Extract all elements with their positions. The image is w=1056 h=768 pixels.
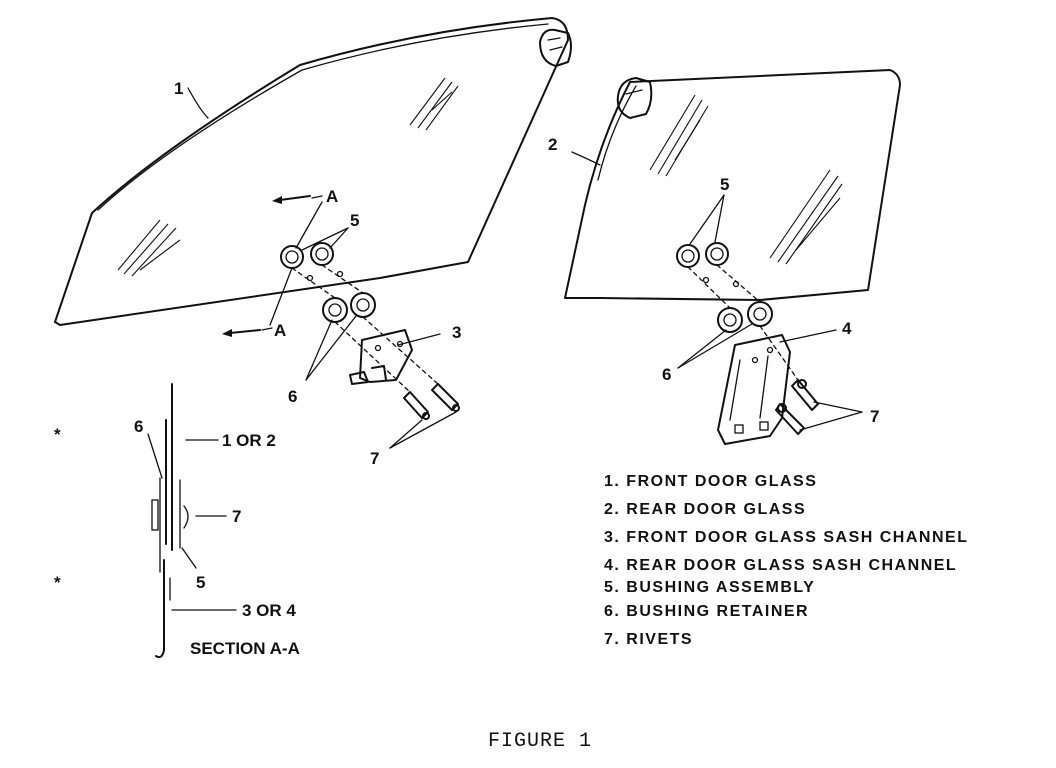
front-bushing-retainer bbox=[322, 292, 376, 323]
callout-7-front: 7 bbox=[370, 449, 379, 468]
rear-bushing-assembly bbox=[676, 242, 740, 288]
callout-a-bottom: A bbox=[274, 321, 286, 340]
callout-7-rear: 7 bbox=[870, 407, 879, 426]
callout-5-rear: 5 bbox=[720, 175, 729, 194]
legend-item: 3. FRONT DOOR GLASS SASH CHANNEL bbox=[604, 529, 968, 546]
section-label-glass: 1 OR 2 bbox=[222, 431, 276, 450]
asterisk-bottom: * bbox=[54, 573, 61, 592]
callout-1: 1 bbox=[174, 79, 183, 98]
legend-item: 6. BUSHING RETAINER bbox=[604, 603, 809, 620]
section-leaders bbox=[147, 433, 237, 611]
callout-6-rear: 6 bbox=[662, 365, 671, 384]
legend-item: 2. REAR DOOR GLASS bbox=[604, 501, 806, 518]
front-bushing-assembly bbox=[280, 242, 344, 282]
front-rivets bbox=[403, 383, 460, 420]
front-leaders bbox=[187, 87, 457, 449]
front-door-glass bbox=[54, 17, 572, 326]
legend-item: 1. FRONT DOOR GLASS bbox=[604, 473, 817, 490]
rear-sash-channel bbox=[717, 334, 791, 445]
rear-leaders bbox=[571, 151, 863, 431]
asterisk-top: * bbox=[54, 425, 61, 444]
section-a-a-drawing bbox=[151, 383, 189, 659]
figure-caption: FIGURE 1 bbox=[488, 730, 592, 753]
front-assembly-lines bbox=[291, 264, 439, 393]
front-sash-channel bbox=[349, 329, 413, 385]
callout-6-front: 6 bbox=[288, 387, 297, 406]
legend-item: 7. RIVETS bbox=[604, 631, 693, 648]
rear-door-glass bbox=[564, 69, 901, 301]
rear-rivets bbox=[775, 379, 819, 435]
legend-item: 5. BUSHING ASSEMBLY bbox=[604, 579, 815, 596]
callout-2: 2 bbox=[548, 135, 557, 154]
section-label-7: 7 bbox=[232, 507, 241, 526]
section-label-5: 5 bbox=[196, 573, 205, 592]
rear-assembly-lines bbox=[687, 264, 799, 381]
callout-a-top: A bbox=[326, 187, 338, 206]
parts-legend: 1. FRONT DOOR GLASS 2. REAR DOOR GLASS 3… bbox=[604, 473, 968, 648]
callout-4: 4 bbox=[842, 319, 852, 338]
section-label-channel: 3 OR 4 bbox=[242, 601, 296, 620]
callout-3: 3 bbox=[452, 323, 461, 342]
section-arrow-top bbox=[272, 195, 323, 204]
callout-5-front: 5 bbox=[350, 211, 359, 230]
section-title: SECTION A-A bbox=[190, 639, 300, 658]
section-label-6: 6 bbox=[134, 417, 143, 436]
section-arrow-bottom bbox=[222, 327, 273, 337]
legend-item: 4. REAR DOOR GLASS SASH CHANNEL bbox=[604, 557, 957, 574]
